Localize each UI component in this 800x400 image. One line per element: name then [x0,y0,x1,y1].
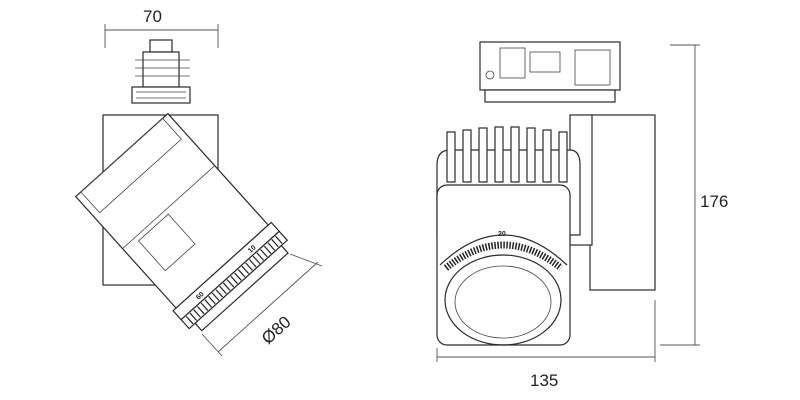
dimension-176-label: 176 [700,192,728,211]
dimension-70-label: 70 [143,7,162,26]
lens-ring-knurl [443,241,564,271]
front-view: 20 176 135 [436,41,728,390]
side-view: 70 60 10 [74,7,323,357]
track-adapter [131,39,191,104]
dimension-135: 135 [436,300,656,390]
lens-ring-outer [439,234,568,266]
track-adapter-front [479,41,621,103]
dimension-176: 176 [660,44,728,346]
mount-body-front [589,114,656,291]
dimension-diameter-label: Ø80 [258,312,295,348]
lens-outer [444,254,562,346]
dimension-135-label: 135 [530,371,558,390]
ring-mark-10: 10 [247,244,258,254]
rotated-spot-head: 60 10 [74,112,289,332]
ring-mark-20: 20 [498,231,506,238]
ring-mark-60: 60 [195,291,206,301]
dimension-70: 70 [104,7,219,48]
lens-inner [454,265,552,339]
